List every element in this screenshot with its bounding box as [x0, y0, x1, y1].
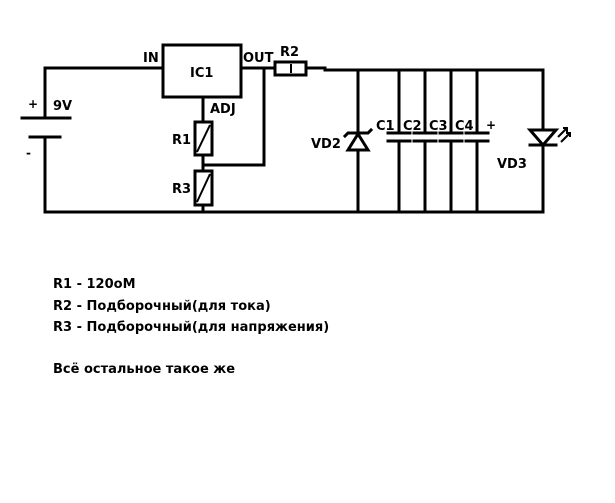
light-rays-icon: [557, 127, 571, 143]
battery-symbol: + 9V -: [20, 97, 72, 160]
resistor-r2: R2: [273, 45, 308, 77]
led-vd3: VD3: [497, 127, 571, 172]
vd3-label: VD3: [497, 157, 527, 172]
ic1-pin-out-label: OUT: [243, 51, 274, 66]
note-r2: R2 - Подборочный(для тока): [53, 299, 271, 314]
ic1-pin-in-label: IN: [143, 51, 159, 66]
c2-label: C2: [403, 119, 422, 134]
capacitor-c1: C1: [376, 119, 412, 143]
r2-label: R2: [280, 45, 299, 60]
vd2-triangle: [345, 131, 371, 152]
component-notes: R1 - 120оМ R2 - Подборочный(для тока) R3…: [53, 277, 329, 377]
r3-label: R3: [172, 182, 191, 197]
r3-body: [193, 169, 214, 207]
resistor-r1: R1: [172, 120, 214, 157]
c1-label: C1: [376, 119, 395, 134]
capacitor-c4: C4: [455, 119, 490, 143]
ic1-body: [161, 43, 243, 99]
note-r1: R1 - 120оМ: [53, 277, 136, 292]
capacitor-c2: C2: [403, 119, 438, 143]
zener-diode-vd2: VD2: [311, 127, 374, 152]
vd2-cathode-bar: [342, 127, 374, 139]
wires: [43, 66, 545, 214]
capacitor-bank: C1 C2 C3 C4 +: [376, 118, 496, 143]
note-r3: R3 - Подборочный(для напряжения): [53, 320, 329, 335]
vd2-label: VD2: [311, 137, 341, 152]
c3-label: C3: [429, 119, 448, 134]
r1-body: [193, 120, 214, 157]
r2-body: [273, 60, 308, 77]
ic1-label: IC1: [190, 66, 213, 81]
battery-plus-label: +: [28, 97, 38, 111]
note-rest: Всё остальное такое же: [53, 362, 235, 377]
vd3-triangle: [526, 128, 560, 148]
cap-plus-label: +: [486, 118, 496, 132]
battery-voltage-label: 9V: [53, 99, 72, 114]
r3-adjust-mark: [196, 173, 211, 203]
capacitor-c3: C3: [429, 119, 464, 143]
battery-minus-label: -: [26, 146, 31, 160]
r1-adjust-mark: [196, 124, 211, 153]
resistor-r3: R3: [172, 169, 214, 207]
c4-label: C4: [455, 119, 474, 134]
ic1-pin-adj-label: ADJ: [210, 102, 236, 117]
r1-label: R1: [172, 133, 191, 148]
ic1-regulator: IC1 IN OUT ADJ: [143, 43, 274, 117]
